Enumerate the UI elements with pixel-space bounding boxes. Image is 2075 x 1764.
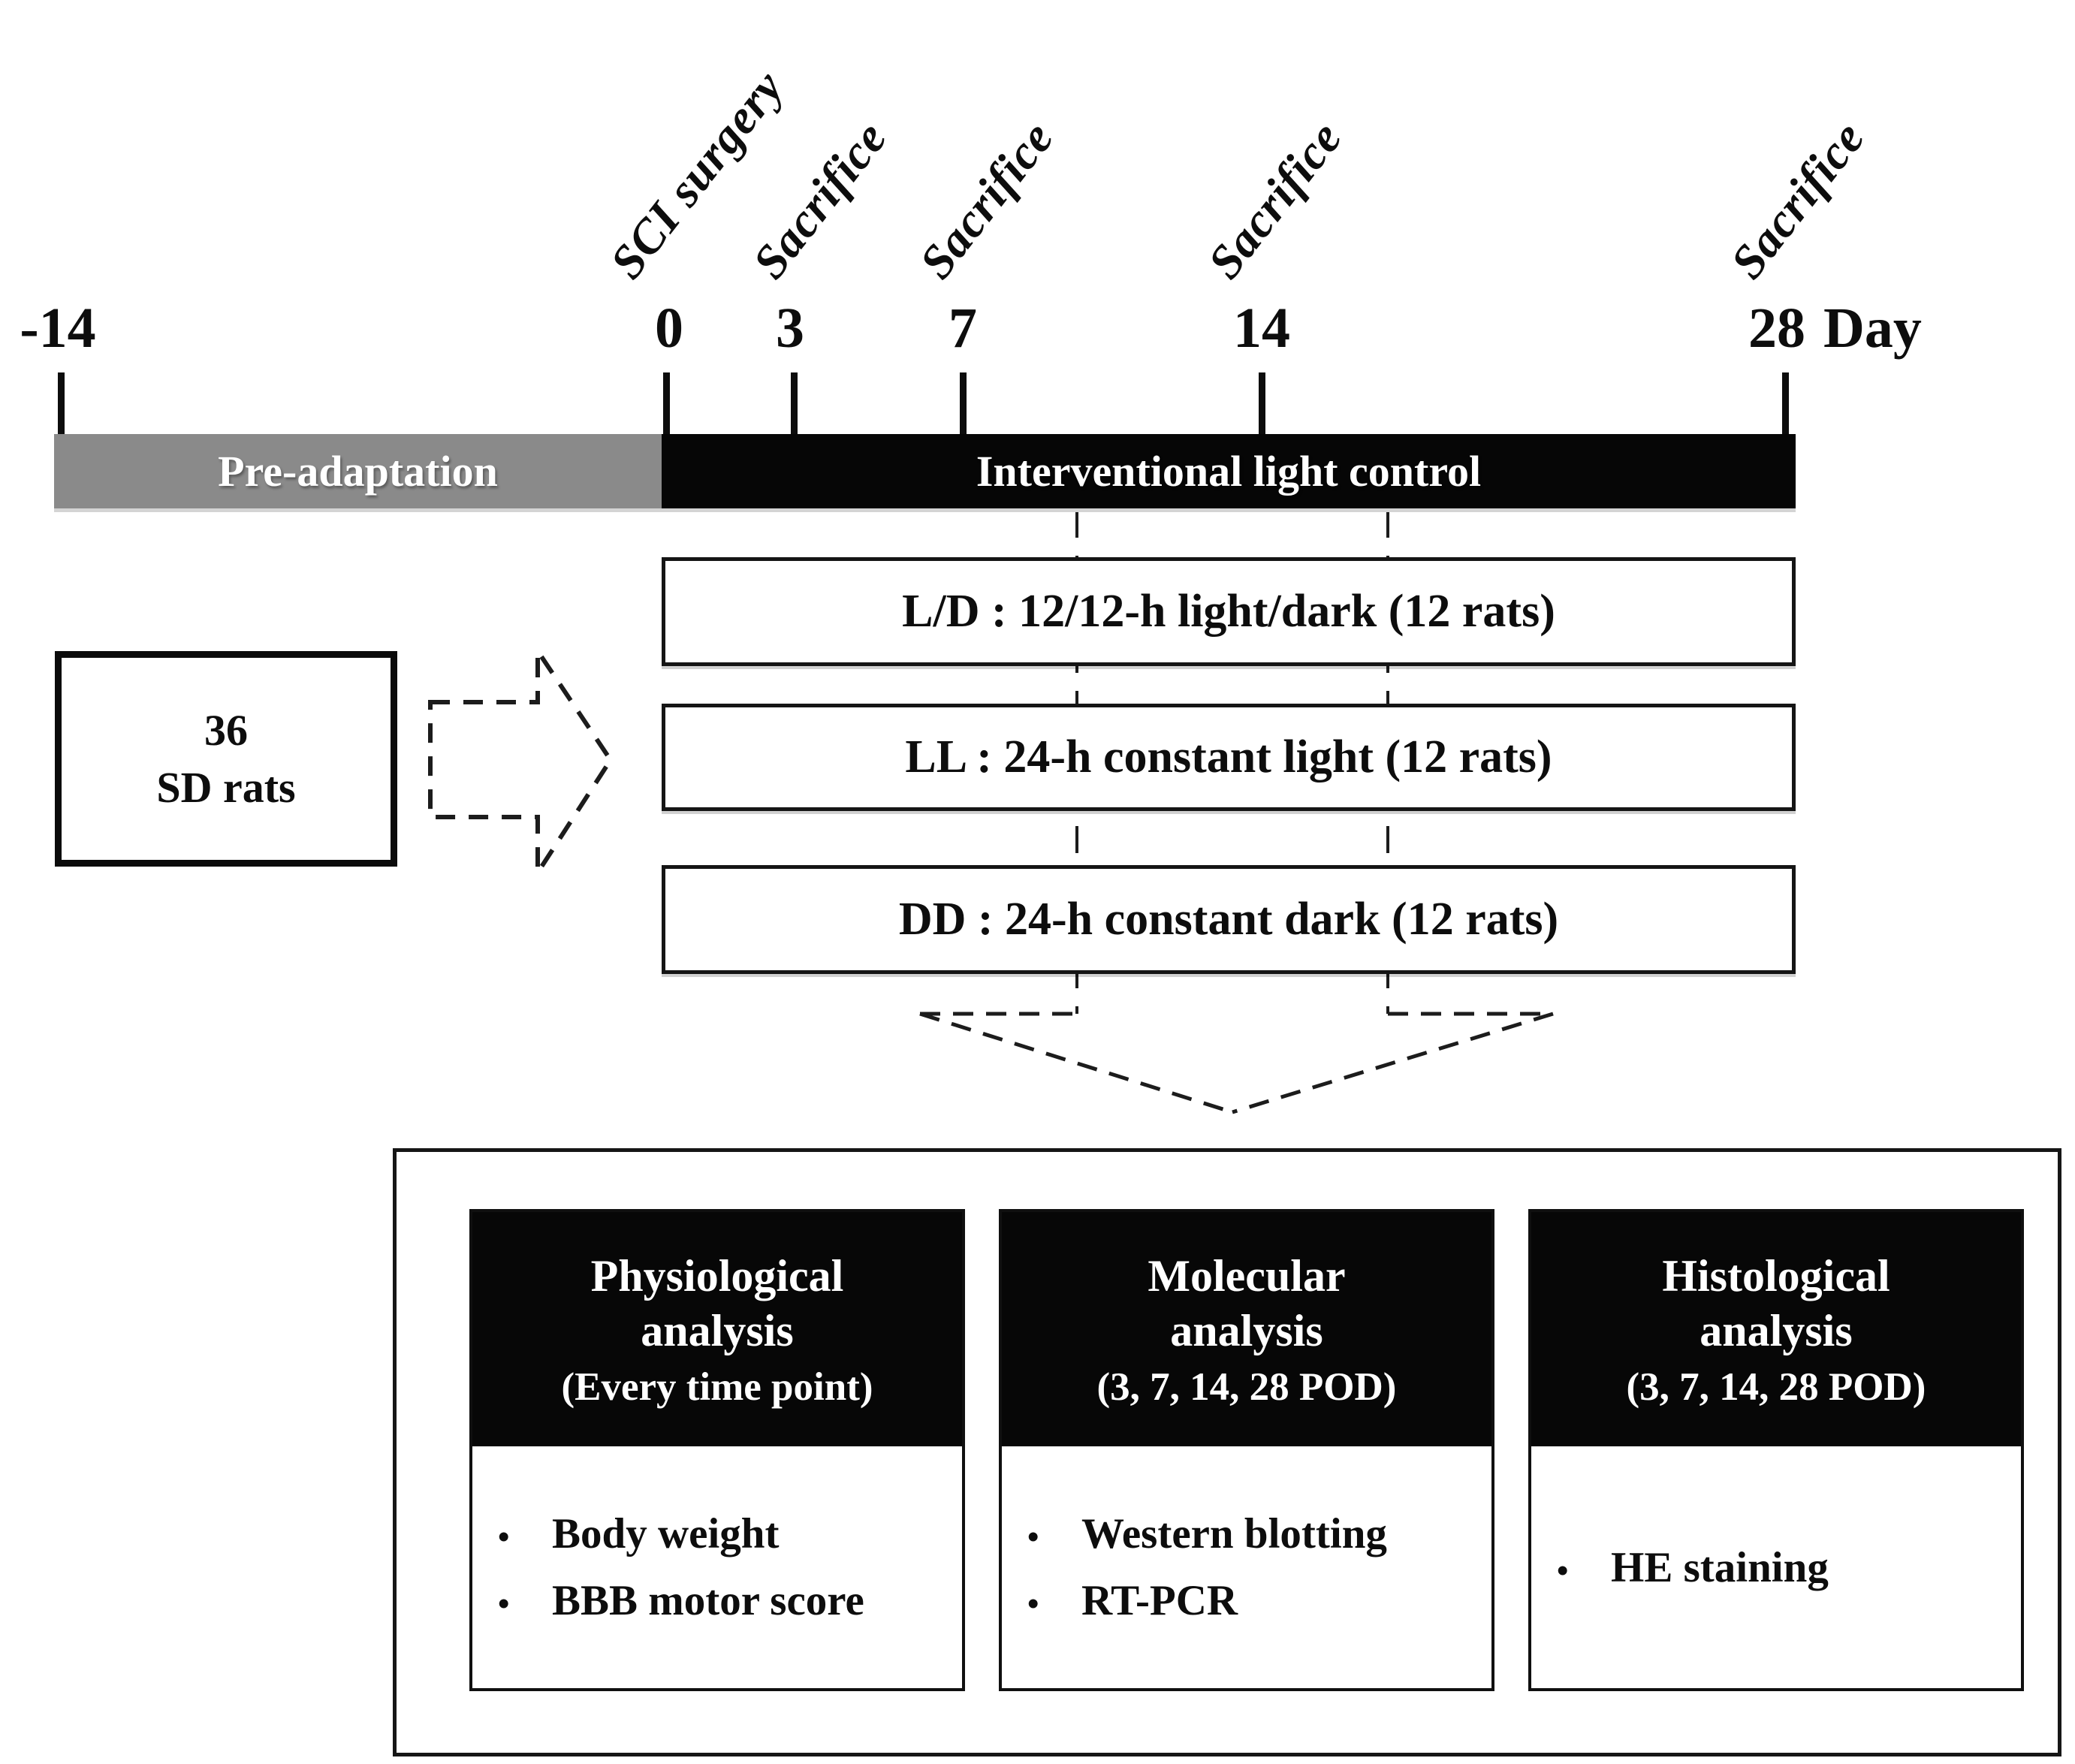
group-label-dd: DD : 24-h constant dark (12 rats) (898, 894, 1559, 945)
bullet-icon: • (1027, 1518, 1039, 1555)
physiological-item-bbb-score: BBB motor score (552, 1577, 864, 1624)
panel-physiological-title-line2: analysis (641, 1306, 794, 1355)
group-box-light-dark: L/D : 12/12-h light/dark (12 rats) (662, 557, 1796, 666)
interventional-phase-bar: Interventional light control (662, 434, 1796, 508)
pre-adaptation-phase-bar: Pre-adaptation (54, 434, 662, 508)
day-label-3: 3 (776, 297, 804, 360)
tick-day-14 (1259, 372, 1265, 440)
histological-item-he-staining: HE staining (1611, 1543, 1829, 1591)
group-box-constant-light: LL : 24-h constant light (12 rats) (662, 704, 1796, 811)
panel-physiological-analysis: Physiological analysis (Every time point… (469, 1209, 965, 1691)
panel-physiological-header: Physiological analysis (Every time point… (472, 1212, 962, 1446)
day-axis-unit-label: Day (1823, 297, 1922, 360)
panel-histological-title-line1: Histological (1662, 1250, 1890, 1301)
panel-histological-header: Histological analysis (3, 7, 14, 28 POD) (1531, 1212, 2021, 1446)
molecular-item-western-blotting: Western blotting (1081, 1510, 1387, 1557)
cohort-count: 36 (204, 706, 248, 755)
panel-physiological-timepoints: (Every time point) (561, 1365, 873, 1410)
panel-physiological-title-line1: Physiological (590, 1250, 844, 1301)
day-label-minus14: -14 (20, 297, 96, 360)
panel-histological-title-line2: analysis (1700, 1306, 1853, 1355)
bullet-icon: • (1027, 1585, 1039, 1622)
dashed-right-arrow-icon (428, 644, 614, 881)
group-label-ld: L/D : 12/12-h light/dark (12 rats) (902, 586, 1555, 637)
bullet-icon: • (498, 1585, 510, 1622)
tick-day-7 (960, 372, 967, 440)
list-item: • RT-PCR (1027, 1576, 1491, 1625)
tick-day-3 (791, 372, 798, 440)
day-label-7: 7 (949, 297, 977, 360)
funnel-left-diagonal (919, 1012, 1233, 1114)
panel-molecular-body: • Western blotting • RT-PCR (1002, 1446, 1491, 1688)
pre-adaptation-label: Pre-adaptation (218, 447, 498, 496)
panel-molecular-timepoints: (3, 7, 14, 28 POD) (1096, 1365, 1397, 1410)
list-item: • BBB motor score (498, 1576, 962, 1625)
panel-histological-analysis: Histological analysis (3, 7, 14, 28 POD)… (1528, 1209, 2024, 1691)
tick-day-28 (1782, 372, 1789, 440)
bullet-icon: • (498, 1518, 510, 1555)
cohort-box: 36 SD rats (55, 651, 397, 867)
panel-histological-body: • HE staining (1531, 1446, 2021, 1688)
interventional-label: Interventional light control (976, 447, 1482, 496)
list-item: • Western blotting (1027, 1509, 1491, 1558)
day-label-28: 28 (1748, 297, 1805, 360)
funnel-right-diagonal (1232, 1012, 1554, 1114)
panel-physiological-body: • Body weight • BBB motor score (472, 1446, 962, 1688)
panel-molecular-header: Molecular analysis (3, 7, 14, 28 POD) (1002, 1212, 1491, 1446)
tick-day-minus14 (58, 372, 65, 440)
timeline-bar-shadow (54, 508, 1796, 512)
physiological-item-body-weight: Body weight (552, 1510, 780, 1557)
panel-molecular-analysis: Molecular analysis (3, 7, 14, 28 POD) • … (999, 1209, 1494, 1691)
panel-molecular-title-line2: analysis (1170, 1306, 1323, 1355)
group-label-ll: LL : 24-h constant light (12 rats) (905, 731, 1552, 782)
bullet-icon: • (1557, 1551, 1569, 1589)
panel-histological-timepoints: (3, 7, 14, 28 POD) (1626, 1365, 1926, 1410)
tick-day-0 (663, 372, 670, 440)
list-item: • Body weight (498, 1509, 962, 1558)
list-item: • HE staining (1557, 1543, 2021, 1592)
day-label-14: 14 (1233, 297, 1290, 360)
day-label-0: 0 (655, 297, 683, 360)
panel-molecular-title-line1: Molecular (1148, 1250, 1346, 1301)
molecular-item-rt-pcr: RT-PCR (1081, 1577, 1238, 1624)
group-box-constant-dark: DD : 24-h constant dark (12 rats) (662, 865, 1796, 974)
cohort-strain: SD rats (156, 762, 296, 812)
